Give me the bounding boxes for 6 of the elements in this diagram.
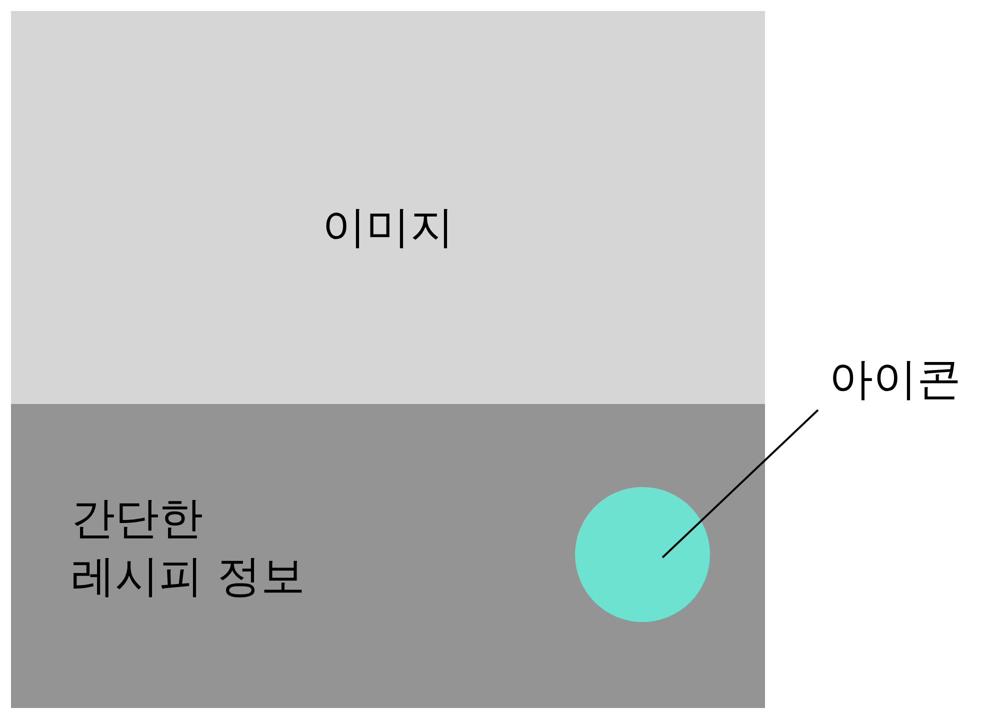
leader-line xyxy=(662,409,819,558)
image-label: 이미지 xyxy=(321,202,455,254)
info-panel xyxy=(11,404,765,708)
info-text: 간단한 레시피 정보 xyxy=(71,492,306,604)
icon-label: 아이콘 xyxy=(810,350,980,410)
image-panel xyxy=(11,11,765,404)
